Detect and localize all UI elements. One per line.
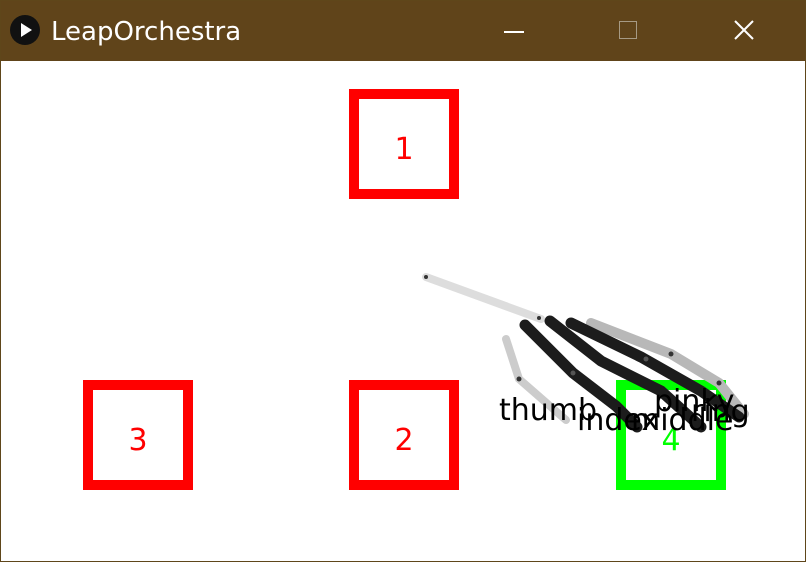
pinky-bones	[586, 318, 749, 419]
forearm-bone	[422, 273, 545, 323]
target-box-4-label: 4	[661, 423, 680, 458]
finger-label-thumb: thumb	[499, 393, 597, 428]
close-button[interactable]	[704, 1, 784, 61]
target-box-3-outline	[83, 380, 193, 490]
processing-play-icon	[10, 15, 40, 45]
finger-label-pinky: pinky	[654, 384, 734, 419]
minimize-button[interactable]	[474, 1, 554, 61]
joint-dot	[668, 351, 674, 357]
finger-labels: thumb index middle ring pinky	[499, 384, 750, 438]
index-bones	[519, 319, 643, 433]
target-box-1[interactable]: 1	[349, 89, 459, 199]
finger-label-middle: middle	[631, 403, 733, 438]
maximize-button[interactable]	[588, 1, 668, 61]
target-box-1-label: 1	[394, 132, 413, 167]
target-box-2-label: 2	[394, 423, 413, 458]
hand-skeleton	[422, 273, 749, 433]
target-box-4-outline	[616, 380, 726, 490]
finger-label-index: index	[577, 403, 659, 438]
target-box-3[interactable]: 3	[83, 380, 193, 490]
joint-dot	[537, 316, 541, 320]
finger-label-ring: ring	[691, 394, 750, 429]
middle-bones	[544, 315, 707, 433]
joint-dot	[716, 380, 722, 386]
target-box-1-outline	[349, 89, 459, 199]
joint-dot	[516, 376, 522, 382]
joint-dot	[643, 356, 649, 362]
title-bar[interactable]: LeapOrchestra	[1, 1, 805, 61]
minimize-icon	[504, 31, 524, 33]
joint-dot	[570, 370, 576, 376]
target-box-3-label: 3	[128, 423, 147, 458]
close-icon	[734, 20, 754, 40]
window-title: LeapOrchestra	[51, 17, 242, 47]
joint-dot	[424, 275, 428, 279]
target-box-2[interactable]: 2	[349, 380, 459, 490]
target-box-4[interactable]: 4	[616, 380, 726, 490]
target-box-2-outline	[349, 380, 459, 490]
ring-bones	[565, 317, 745, 423]
sketch-canvas[interactable]: 1 2 3 4	[1, 61, 805, 561]
maximize-icon	[619, 21, 637, 39]
